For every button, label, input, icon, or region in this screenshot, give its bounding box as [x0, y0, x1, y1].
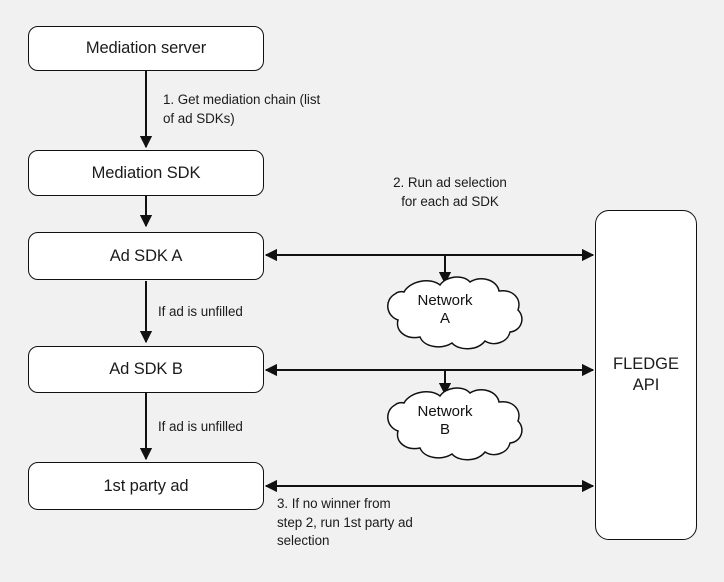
- node-fledge-api[interactable]: FLEDGE API: [595, 210, 697, 540]
- node-mediation-server[interactable]: Mediation server: [28, 26, 264, 71]
- edge-label-step-3: 3. If no winner from step 2, run 1st par…: [277, 496, 413, 548]
- edge-label-unfilled-a: If ad is unfilled: [158, 304, 243, 319]
- edge-label-unfilled-b: If ad is unfilled: [158, 419, 243, 434]
- node-mediation-sdk-label: Mediation SDK: [91, 163, 201, 182]
- node-ad-sdk-b[interactable]: Ad SDK B: [28, 346, 264, 393]
- network-b-label: Network B: [417, 403, 473, 439]
- node-mediation-server-label: Mediation server: [85, 39, 207, 58]
- edge-label-step-1: 1. Get mediation chain (list of ad SDKs): [163, 92, 321, 126]
- network-a-label: Network A: [417, 292, 473, 328]
- edge-label-step-2: 2. Run ad selection for each ad SDK: [393, 175, 507, 209]
- node-ad-sdk-a-label: Ad SDK A: [109, 246, 183, 265]
- node-ad-sdk-b-label: Ad SDK B: [109, 360, 183, 379]
- node-fledge-api-label: FLEDGE API: [612, 354, 680, 394]
- node-mediation-sdk[interactable]: Mediation SDK: [28, 150, 264, 196]
- node-ad-sdk-a[interactable]: Ad SDK A: [28, 232, 264, 280]
- node-first-party-ad[interactable]: 1st party ad: [28, 462, 264, 510]
- network-b-cloud-shape: [387, 387, 523, 461]
- node-first-party-ad-label: 1st party ad: [103, 476, 189, 495]
- network-a-cloud-shape: [387, 276, 523, 350]
